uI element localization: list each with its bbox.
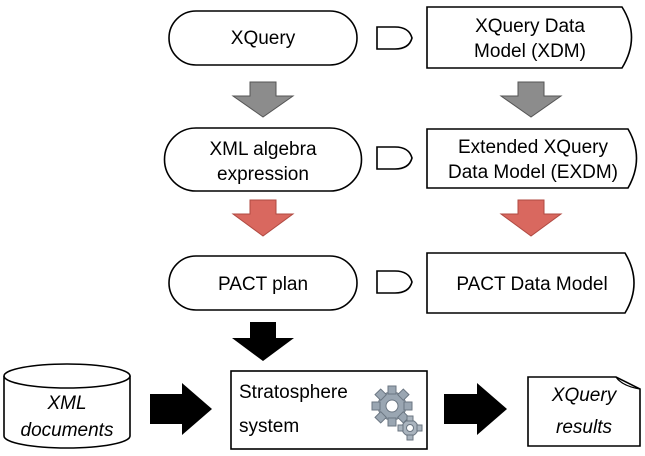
stratosphere-system-line1: Stratosphere	[239, 382, 348, 403]
process-node-xml-algebra	[163, 127, 363, 192]
xquery-results-line2: results	[556, 417, 612, 438]
xml-documents-database	[3, 363, 131, 449]
model-node-xdm-line1: XQuery Data	[475, 16, 585, 37]
flow-arrow-to-results	[444, 383, 507, 435]
process-node-xquery-label: XQuery	[231, 28, 296, 49]
flow-arrow-gray-left	[231, 81, 295, 118]
xquery-results-fold	[615, 376, 641, 390]
xquery-results-line1: XQuery	[551, 385, 618, 406]
model-node-xdm	[426, 6, 633, 69]
delay-connector-3	[376, 270, 413, 294]
process-node-xquery	[168, 10, 358, 66]
flow-arrow-gray-right	[499, 81, 563, 118]
model-node-exdm-line2: Data Model (EXDM)	[448, 162, 618, 183]
flow-arrow-red-left	[231, 199, 295, 237]
process-node-xml-algebra-line2: expression	[217, 164, 309, 185]
xquery-results-document	[527, 376, 641, 447]
model-node-exdm-line1: Extended XQuery	[458, 137, 608, 158]
model-node-pact-data-model-label: PACT Data Model	[456, 274, 607, 295]
model-node-pact-data-model	[426, 252, 635, 314]
process-node-xml-algebra-line1: XML algebra	[209, 139, 316, 160]
flow-arrow-to-stratosphere	[150, 383, 212, 435]
xml-documents-line2: documents	[21, 420, 114, 441]
process-node-pact-plan-label: PACT plan	[218, 274, 308, 295]
xml-documents-line1: XML	[46, 393, 86, 414]
flow-arrow-black-down	[232, 322, 294, 361]
flow-arrow-red-right	[499, 199, 563, 237]
delay-connector-1	[376, 26, 413, 50]
process-node-pact-plan	[168, 255, 358, 311]
delay-connector-2	[376, 146, 413, 170]
model-node-xdm-line2: Model (XDM)	[474, 41, 586, 62]
gears-icon	[371, 385, 423, 441]
model-node-exdm	[426, 128, 638, 189]
stratosphere-system-line2: system	[239, 416, 299, 437]
